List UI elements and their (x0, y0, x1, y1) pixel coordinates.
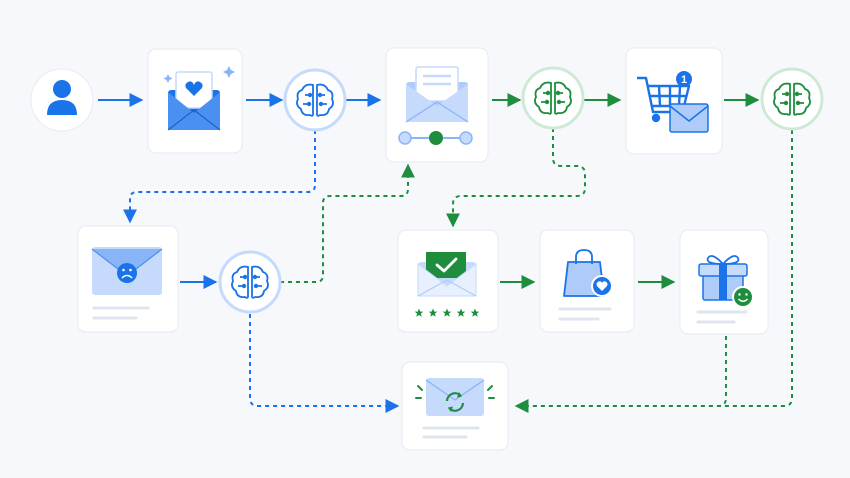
five-star-rating (414, 308, 480, 317)
envelope-heart-icon (163, 66, 235, 131)
ai-decision-node-2[interactable] (521, 66, 585, 130)
approved-email-card[interactable] (397, 229, 499, 333)
envelope-document-icon (405, 66, 469, 123)
user-icon (47, 80, 77, 115)
cart-badge: 1 (676, 71, 692, 87)
cart-email-card[interactable]: 1 (625, 47, 723, 155)
dashed-ai4-to-reengage (249, 314, 400, 413)
user-node[interactable] (30, 68, 94, 132)
bag-heart-icon (563, 249, 613, 297)
envelope-check-icon (417, 252, 477, 297)
cart-badge-count: 1 (681, 74, 687, 86)
brain-icon (773, 82, 811, 116)
sad-email-card[interactable] (77, 225, 179, 333)
ai-decision-node-4[interactable] (218, 250, 282, 314)
star-icon (456, 308, 466, 317)
envelope-icon (669, 103, 709, 133)
gift-smile-icon (698, 255, 754, 308)
star-icon (442, 308, 452, 317)
ai-decision-node-1[interactable] (283, 68, 347, 132)
dashed-ai2-to-approved (446, 128, 586, 228)
email-sequence-card[interactable] (385, 47, 489, 163)
connectors (98, 93, 793, 413)
brain-icon (296, 83, 334, 117)
envelope-refresh-icon (415, 378, 495, 416)
dashed-gift-to-reengage (717, 336, 727, 407)
star-icon (428, 308, 438, 317)
shopping-bag-card[interactable] (539, 229, 635, 333)
star-icon (414, 308, 424, 317)
dashed-ai3-to-reengage (514, 130, 793, 413)
gift-card[interactable] (679, 229, 769, 335)
ai-decision-node-3[interactable] (760, 67, 824, 131)
re-engagement-email-card[interactable] (401, 361, 509, 451)
brain-icon (534, 81, 572, 115)
dashed-ai4-to-sequence (280, 163, 415, 283)
brain-icon (231, 265, 269, 299)
dashed-ai1-to-sad (123, 130, 316, 224)
welcome-email-card[interactable] (147, 48, 243, 154)
envelope-sad-icon (91, 247, 163, 295)
star-icon (470, 308, 480, 317)
sequence-progress-icon (398, 131, 473, 145)
